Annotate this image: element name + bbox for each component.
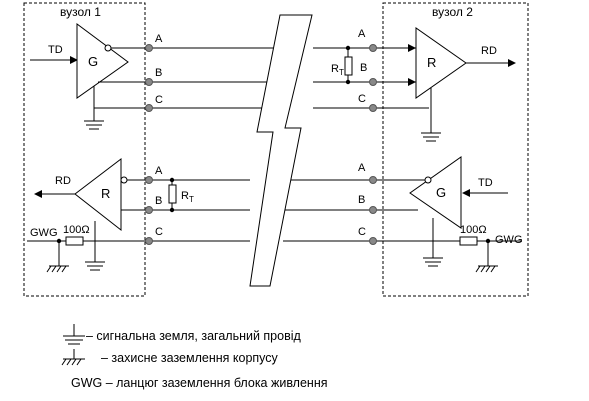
receiver-r-top-input-arrow-b xyxy=(408,78,416,86)
rt-bottom-junction-b xyxy=(169,207,175,213)
rd-label-bottom: RD xyxy=(55,175,71,187)
line-c-label-node2-top: C xyxy=(358,93,366,105)
terminal-a-node1-top xyxy=(145,44,153,52)
cable-break-mark xyxy=(249,14,313,287)
line-a-label-node1-top: A xyxy=(155,33,163,45)
legend-gwg-text: GWG – ланцюг заземлення блока живлення xyxy=(71,376,328,390)
line-a-label-node2-top: A xyxy=(358,28,366,40)
line-a-label-node2-bottom: A xyxy=(358,162,366,174)
resistor-100-node2 xyxy=(459,236,478,246)
signal-ground-icon xyxy=(63,335,85,345)
receiver-r-bottom-label: R xyxy=(101,186,110,201)
terminal-c-node1-bottom xyxy=(145,237,153,245)
driver-g-bottom-inverting-output xyxy=(424,176,432,184)
signal-ground-icon xyxy=(421,132,441,142)
driver-g-top-inverting-output xyxy=(104,44,112,52)
terminal-b-node2-bottom xyxy=(369,206,377,214)
node-1-frame xyxy=(23,2,146,297)
terminal-c-node2-bottom xyxy=(369,237,377,245)
line-c-label-node2-bottom: C xyxy=(358,226,366,238)
gwg-label-node2: GWG xyxy=(495,234,523,246)
receiver-r-bottom-inverting-input xyxy=(120,176,128,184)
driver-g-top-label: G xyxy=(88,54,98,69)
legend-signal-ground-text: – сигнальна земля, загальний провід xyxy=(86,329,302,343)
terminal-b-node1-top xyxy=(145,78,153,86)
gwg-label-node1: GWG xyxy=(30,227,58,239)
legend-chassis-ground-text: – захисне заземлення корпусу xyxy=(101,351,279,365)
rt-top-junction-b xyxy=(345,79,351,85)
terminal-c-node2-top xyxy=(369,104,377,112)
line-a-label-node1-bottom: A xyxy=(155,165,163,177)
signal-ground-icon xyxy=(84,120,104,130)
terminal-a-node2-bottom xyxy=(369,176,377,184)
rt-resistor-top xyxy=(344,56,353,76)
chassis-ground-icon xyxy=(46,265,69,273)
node-2-title: вузол 2 xyxy=(432,5,473,19)
terminal-a-node1-bottom xyxy=(145,176,153,184)
line-b-label-node1-bottom: B xyxy=(155,195,162,207)
driver-g-top xyxy=(76,23,129,99)
driver-g-bottom xyxy=(409,156,462,229)
terminal-b-node2-top xyxy=(369,78,377,86)
td-input-arrow-bottom xyxy=(462,189,470,197)
rt-top-junction-a xyxy=(345,45,351,51)
chassis-ground-icon xyxy=(475,265,498,273)
receiver-r-top-label: R xyxy=(427,55,436,70)
line-b-label-node2-top: B xyxy=(360,62,367,74)
line-c-label-node1-top: C xyxy=(155,94,163,106)
node-1-title: вузол 1 xyxy=(60,5,101,19)
receiver-r-top xyxy=(415,27,467,99)
signal-ground-icon xyxy=(85,261,105,271)
resistor-100-label-node2: 100Ω xyxy=(460,224,487,236)
rd-output-arrow-bottom xyxy=(34,190,42,198)
node-2-frame xyxy=(382,2,529,297)
rt-bottom-junction-a xyxy=(169,177,175,183)
receiver-r-top-input-arrow-a xyxy=(408,44,416,52)
line-c-label-node1-bottom: C xyxy=(155,226,163,238)
line-b-label-node1-top: B xyxy=(155,67,162,79)
rt-label-bottom: RT xyxy=(181,190,194,204)
td-label-bottom: TD xyxy=(478,177,493,189)
td-label-top: TD xyxy=(48,44,63,56)
terminal-c-node1-top xyxy=(145,104,153,112)
rd-label-top: RD xyxy=(481,45,497,57)
td-input-arrow-top xyxy=(70,56,78,64)
resistor-100-node1 xyxy=(65,236,84,246)
signal-ground-icon xyxy=(423,257,443,267)
driver-g-bottom-label: G xyxy=(436,185,446,200)
rt-resistor-bottom xyxy=(168,184,177,204)
chassis-ground-icon xyxy=(61,358,85,366)
rt-label-top: RT xyxy=(331,63,344,77)
terminal-a-node2-top xyxy=(369,44,377,52)
terminal-b-node1-bottom xyxy=(145,206,153,214)
line-b-label-node2-bottom: B xyxy=(358,194,365,206)
resistor-100-label-node1: 100Ω xyxy=(63,224,90,236)
rd-output-arrow-top xyxy=(508,59,516,67)
receiver-r-bottom xyxy=(74,157,122,232)
